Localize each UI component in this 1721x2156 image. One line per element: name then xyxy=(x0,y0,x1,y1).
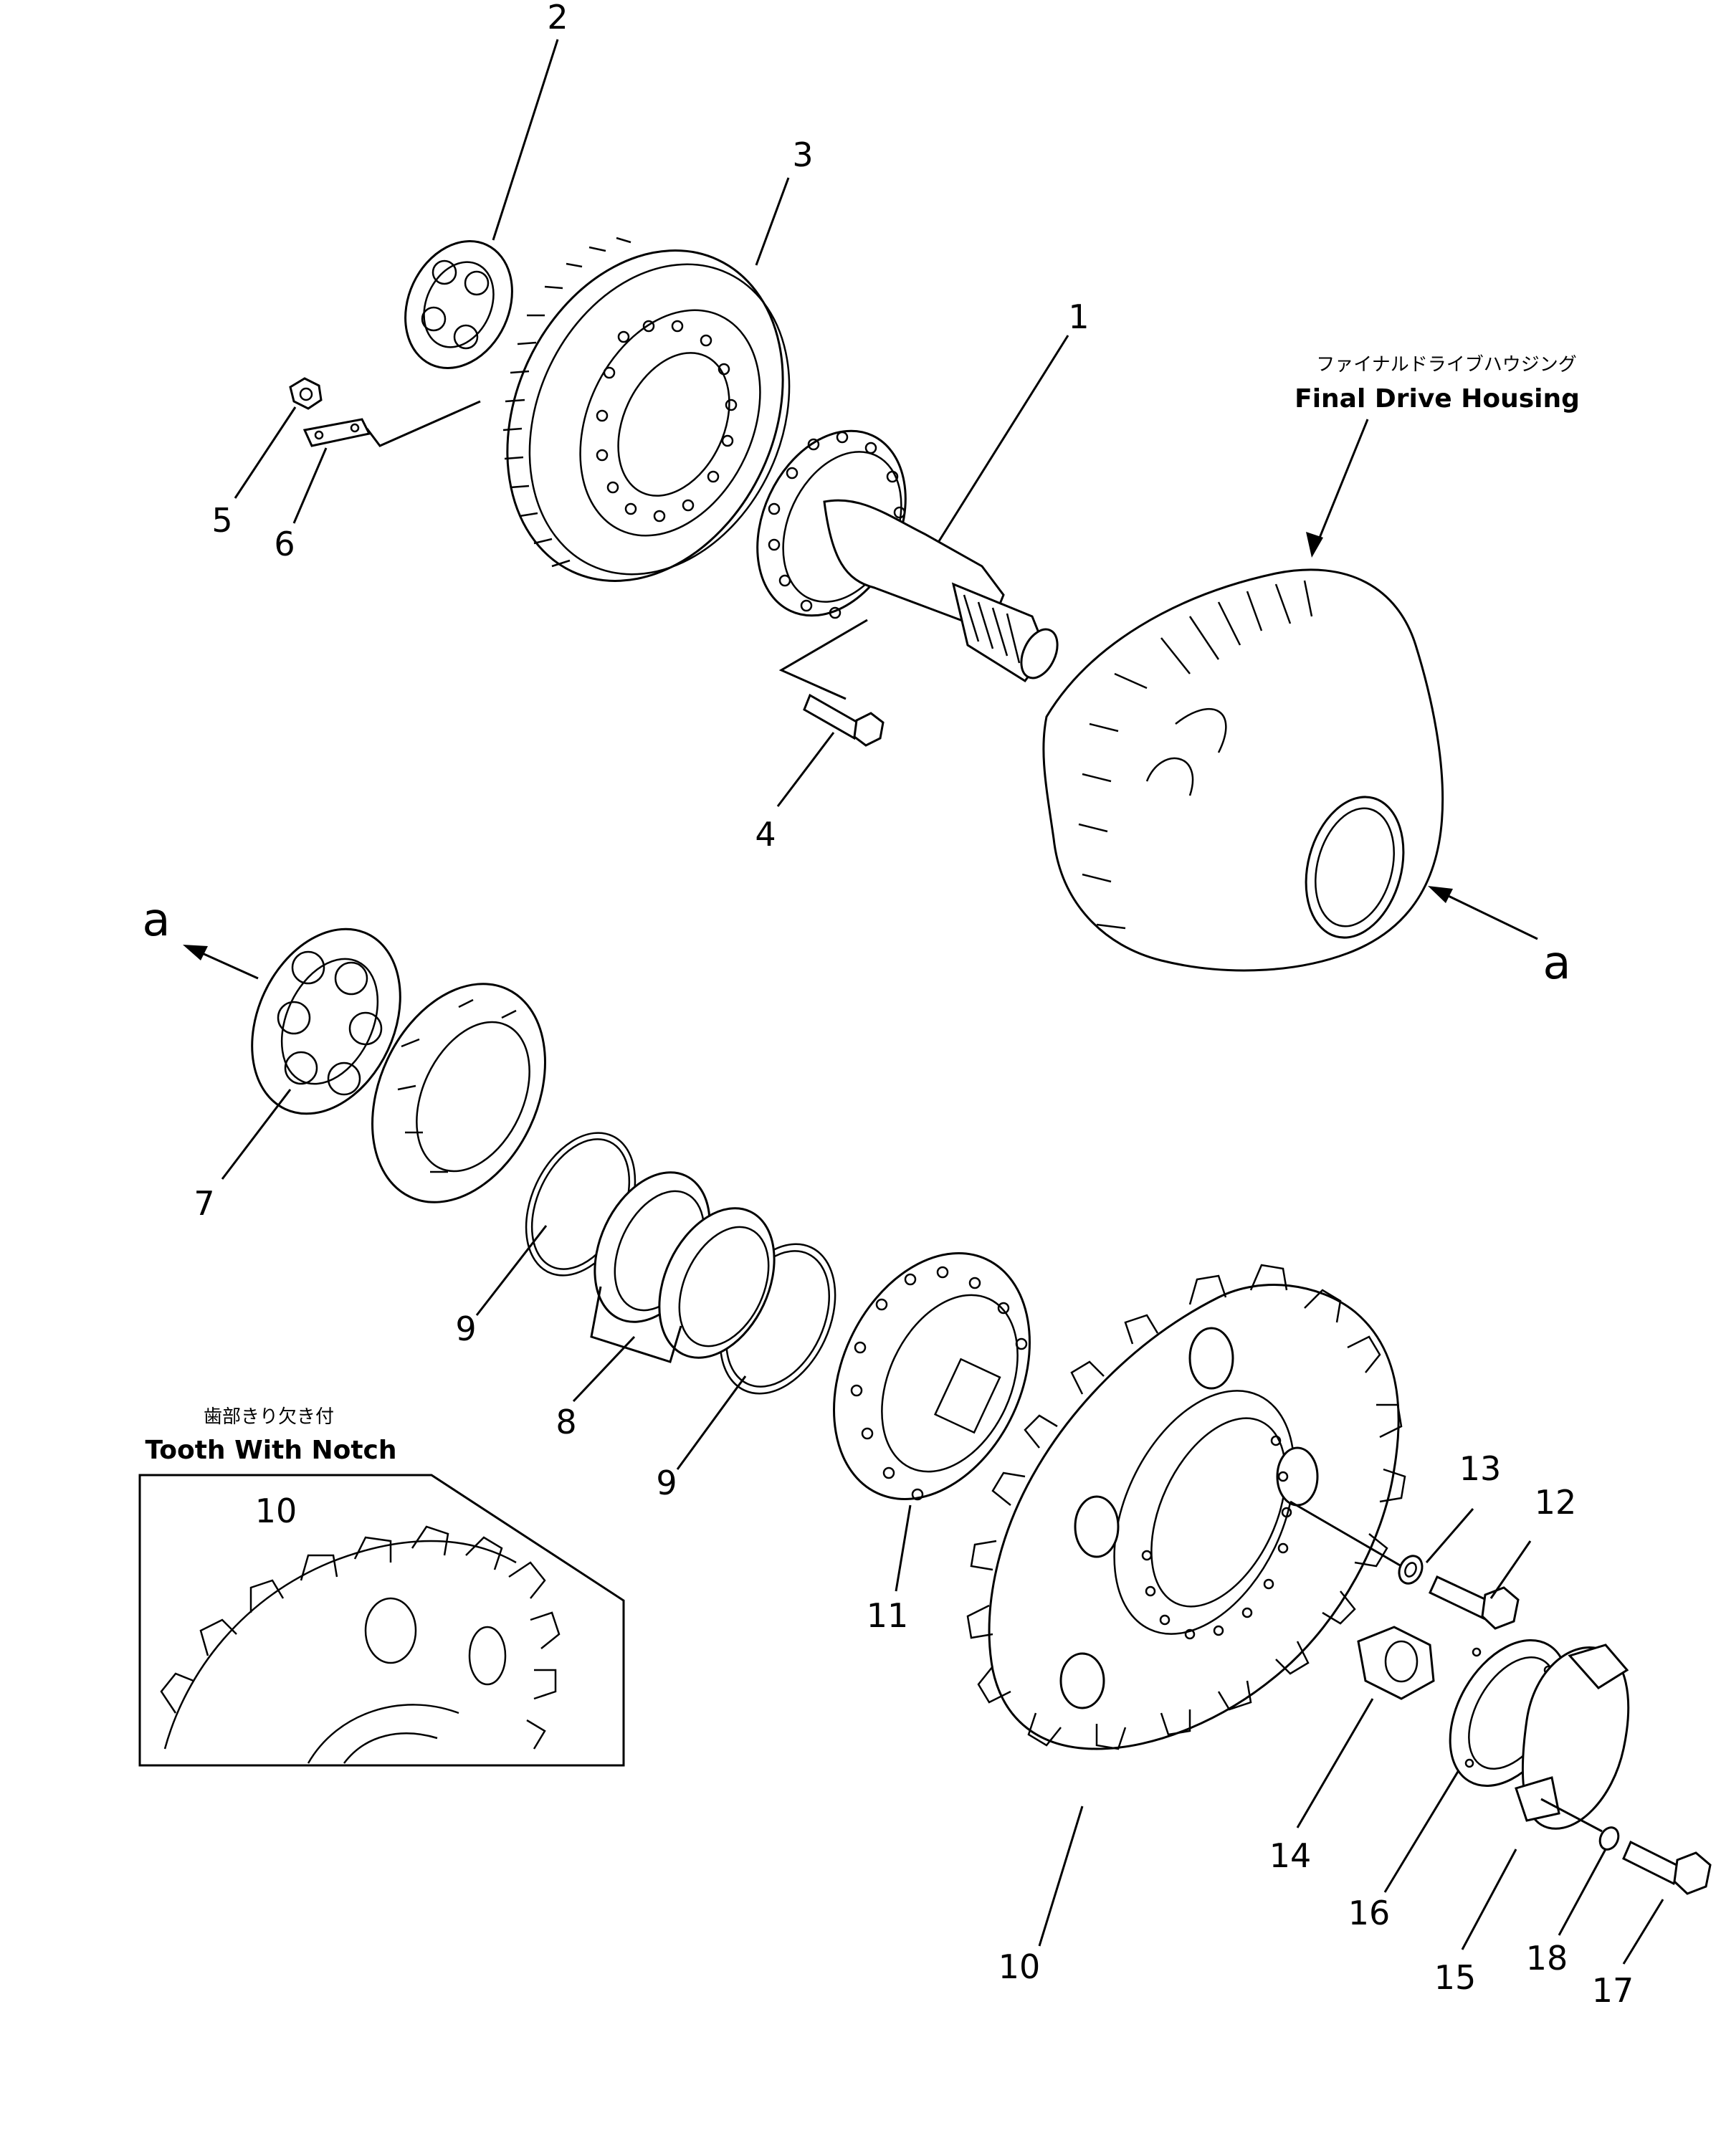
label-part-13: 13 xyxy=(1459,1449,1502,1488)
housing-caption-jp: ファイナルドライブハウジング xyxy=(1316,354,1576,376)
notch-caption-jp: 歯部きり欠き付 xyxy=(204,1406,334,1428)
part-6-lock-plate xyxy=(302,418,371,447)
label-part-16: 16 xyxy=(1348,1894,1391,1932)
label-part-10: 10 xyxy=(998,1947,1041,1986)
part-1-shaft xyxy=(756,429,1059,683)
part-2-bearing xyxy=(404,240,513,369)
label-part-9-right: 9 xyxy=(656,1464,677,1502)
label-part-1: 1 xyxy=(1068,297,1089,336)
label-part-7: 7 xyxy=(194,1184,214,1223)
arrow-housing xyxy=(1306,419,1369,558)
tooth-with-notch-inset xyxy=(138,1474,625,1767)
label-part-12: 12 xyxy=(1535,1483,1577,1522)
label-part-10-inset: 10 xyxy=(255,1492,297,1530)
part-14-nut xyxy=(1357,1626,1435,1700)
part-17-bolt xyxy=(1622,1840,1712,1895)
part-12-bolt xyxy=(1429,1575,1520,1630)
label-part-8: 8 xyxy=(556,1403,576,1441)
label-part-14: 14 xyxy=(1269,1836,1312,1875)
part-7-bearing xyxy=(251,927,401,1115)
part-4-bolt xyxy=(803,693,885,747)
housing-caption-en: Final Drive Housing xyxy=(1295,384,1580,414)
label-part-11: 11 xyxy=(867,1596,909,1635)
ref-label-a-right: a xyxy=(1543,937,1570,990)
part-11-hub xyxy=(833,1252,1031,1501)
arrow-a-left xyxy=(183,945,259,980)
label-part-2: 2 xyxy=(547,0,568,37)
part-8-seals xyxy=(590,1171,776,1363)
label-part-6: 6 xyxy=(274,525,295,563)
label-part-9-left: 9 xyxy=(455,1310,476,1348)
bearing-cage xyxy=(371,983,546,1203)
part-15-cover xyxy=(1515,1644,1630,1833)
label-part-4: 4 xyxy=(755,815,776,854)
notch-caption-en: Tooth With Notch xyxy=(145,1436,396,1465)
part-13-washer xyxy=(1398,1555,1424,1585)
label-part-15: 15 xyxy=(1434,1958,1477,1997)
part-number-labels: 2 3 1 5 6 4 7 9 8 9 10 11 13 12 14 16 10… xyxy=(194,0,1634,2010)
label-part-18: 18 xyxy=(1526,1939,1568,1978)
label-part-17: 17 xyxy=(1592,1971,1634,2010)
part-10-sprocket xyxy=(966,1264,1406,1750)
label-part-5: 5 xyxy=(211,501,232,540)
caption-labels: ファイナルドライブハウジング Final Drive Housing 歯部きり欠… xyxy=(142,354,1580,1465)
part-3-gear xyxy=(502,237,791,582)
part-18-washer xyxy=(1598,1826,1620,1851)
part-5-nut xyxy=(289,377,323,410)
label-part-3: 3 xyxy=(792,135,813,174)
leader-lines xyxy=(221,39,1664,1965)
ref-label-a-left: a xyxy=(142,894,170,947)
arrow-a-right xyxy=(1428,886,1538,940)
final-drive-housing xyxy=(1042,568,1444,972)
